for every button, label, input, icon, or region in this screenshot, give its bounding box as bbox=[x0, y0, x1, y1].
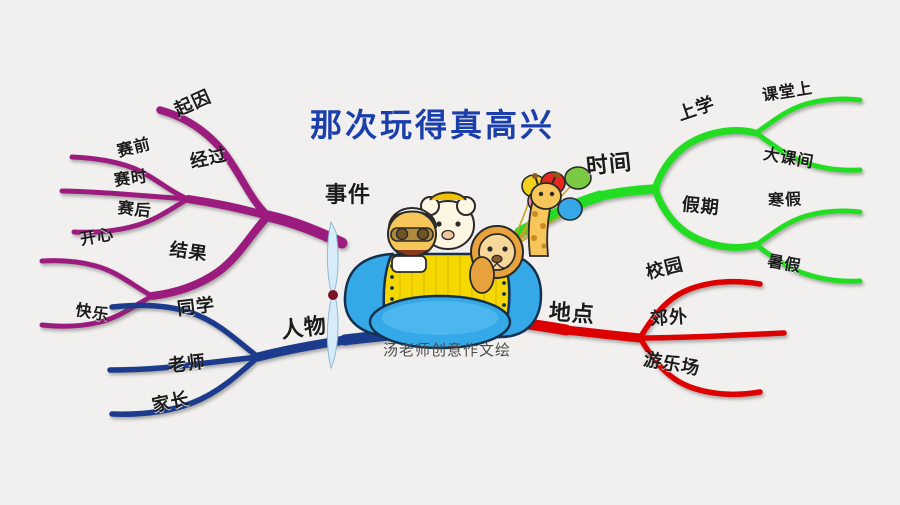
branch-time-mid bbox=[595, 184, 660, 201]
node-time-hanjia[interactable]: 寒假 bbox=[767, 189, 803, 210]
balloon-blue bbox=[557, 197, 583, 221]
branch-jieguo-to-kaixin bbox=[39, 258, 155, 299]
node-people[interactable]: 人物 bbox=[279, 313, 329, 344]
branch-event-to-jingguo bbox=[184, 195, 272, 220]
branch-people-to-laoshi bbox=[107, 354, 261, 373]
node-event[interactable]: 事件 bbox=[325, 183, 372, 208]
branch-people-to-tongxue bbox=[109, 302, 261, 360]
branch-event[interactable] bbox=[39, 106, 348, 329]
page-title: 那次玩得真高兴 bbox=[310, 106, 556, 144]
branch-time-to-jiaqi bbox=[651, 185, 760, 252]
propeller bbox=[326, 220, 339, 370]
watermark-text: 汤老师创意作文绘 bbox=[383, 341, 512, 359]
branch-people-to-jiazhang bbox=[109, 354, 261, 417]
node-time[interactable]: 时间 bbox=[584, 150, 634, 180]
branch-jiaqi-to-hanjia bbox=[753, 208, 863, 248]
branch-jingguo-to-saishi bbox=[59, 188, 191, 202]
animal-pilot-bear bbox=[387, 206, 437, 273]
branch-shangxue-to-ketangshang bbox=[753, 96, 863, 136]
node-place-jiaowai[interactable]: 郊外 bbox=[649, 306, 689, 330]
node-event-jieguo[interactable]: 结果 bbox=[168, 239, 209, 266]
branch-jingguo-to-saiqian bbox=[69, 154, 191, 202]
branch-jingguo-to-saihou bbox=[71, 196, 191, 235]
branch-place-to-youlechang bbox=[637, 335, 763, 398]
animal-lion bbox=[469, 225, 524, 294]
branch-place-to-jiaowai bbox=[637, 330, 787, 341]
branch-jiaqi-to-shujia bbox=[753, 242, 863, 284]
animal-giraffe bbox=[527, 172, 562, 257]
node-people-tongxue[interactable]: 同学 bbox=[175, 294, 217, 320]
branch-place-to-xiaoyuan bbox=[637, 278, 763, 341]
branch-place[interactable] bbox=[492, 278, 787, 398]
node-place[interactable]: 地点 bbox=[547, 300, 596, 329]
node-people-laoshi[interactable]: 老师 bbox=[166, 351, 208, 377]
center-airplane-illustration[interactable] bbox=[326, 166, 592, 370]
branch-shangxue-to-dakejian bbox=[753, 130, 863, 173]
branch-event-to-qiyin bbox=[156, 106, 272, 220]
branch-event-to-jieguo bbox=[148, 212, 272, 300]
branch-time-to-shangxue bbox=[651, 126, 760, 193]
balloon-green bbox=[564, 166, 592, 190]
node-event-saishi[interactable]: 赛时 bbox=[112, 166, 150, 190]
node-time-jiaqi[interactable]: 假期 bbox=[680, 194, 721, 219]
branch-place-mid bbox=[561, 325, 645, 343]
node-event-saihou[interactable]: 赛后 bbox=[116, 198, 153, 221]
